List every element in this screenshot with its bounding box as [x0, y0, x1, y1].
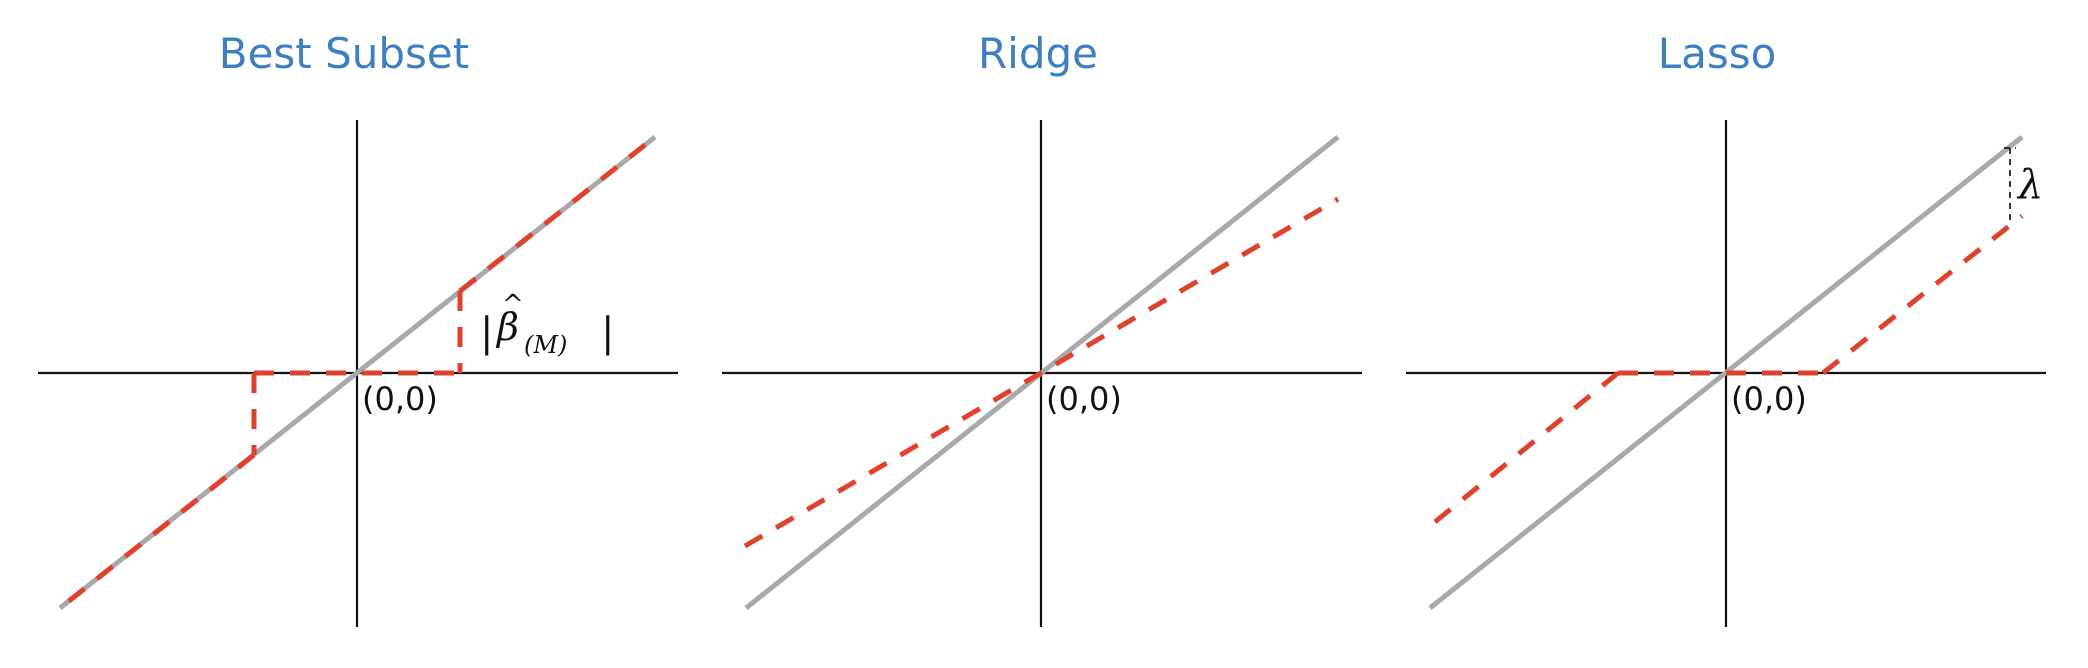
threshold-label-beta: β: [495, 305, 519, 349]
threshold-annotation-best-subset: | β ^ (M) |: [480, 290, 614, 359]
panel-title-lasso: Lasso: [1658, 29, 1777, 78]
estimator-upper-branch-best-subset: [458, 135, 657, 293]
estimator-lower-branch-best-subset: [58, 453, 256, 610]
panel-title-best-subset: Best Subset: [219, 29, 469, 78]
threshold-label-close-bar: |: [601, 310, 614, 356]
panel-title-ridge: Ridge: [978, 29, 1098, 78]
estimator-lower-branch-lasso: [1428, 371, 1620, 528]
threshold-label-subscript: (M): [524, 331, 567, 359]
lambda-label: λ: [2016, 162, 2043, 208]
threshold-label-open-bar: |: [480, 310, 493, 356]
threshold-label-hat: ^: [502, 290, 524, 320]
estimator-line-ridge: [743, 196, 1340, 549]
origin-label-best-subset: (0,0): [362, 380, 438, 418]
panel-best-subset: Best Subset (0,0) | β ^ (M) |: [38, 29, 678, 627]
origin-label-lasso: (0,0): [1731, 380, 1807, 418]
origin-label-ridge: (0,0): [1046, 380, 1122, 418]
panel-lasso: Lasso λ (0,0): [1406, 29, 2046, 627]
panel-ridge: Ridge (0,0): [722, 29, 1362, 627]
estimator-upper-branch-lasso: [1821, 214, 2024, 375]
